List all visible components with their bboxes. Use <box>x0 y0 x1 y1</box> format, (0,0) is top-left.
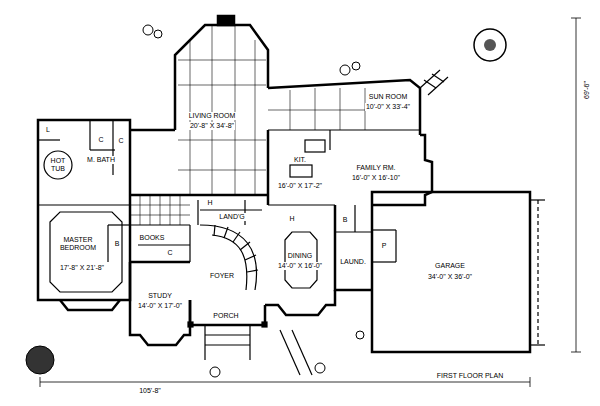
room-label: C <box>117 137 124 145</box>
room-label: GARAGE <box>434 262 466 270</box>
room-label: M. BATH <box>86 156 116 164</box>
dimension-label: 20'-8" X 34'-8" <box>189 122 235 130</box>
dimension-label: 17'-8" X 21'-8" <box>59 264 105 272</box>
room-label: HOT TUB <box>48 157 68 173</box>
room-label: FOYER <box>209 272 235 280</box>
dimension-label: 34'-0" X 36'-0" <box>427 273 473 281</box>
dimension-label: 14'-0" X 16'-0" <box>277 262 323 270</box>
dimension-label: 105'-8" <box>138 387 162 395</box>
room-label: STUDY <box>147 292 173 300</box>
room-label: C <box>97 136 104 144</box>
room-label: L <box>45 126 51 134</box>
dimension-lines <box>40 18 581 387</box>
room-label: PORCH <box>212 312 239 320</box>
dimension-label: 10'-0" X 33'-4" <box>365 103 411 111</box>
room-label: FIRST FLOOR PLAN <box>436 372 504 380</box>
dimension-label: 16'-0" X 17'-2" <box>277 182 323 190</box>
dimension-label: 16'-0" X 16'-10" <box>351 174 401 182</box>
room-label: H <box>288 215 295 223</box>
room-label: BOOKS <box>139 234 166 242</box>
room-label: H <box>206 199 213 207</box>
floor-grid <box>130 25 370 225</box>
dimension-label: 14'-0" X 17'-0" <box>137 302 183 310</box>
room-label: B <box>342 216 349 224</box>
room-label: DINING <box>287 252 314 260</box>
interior-walls <box>38 70 545 375</box>
walls <box>38 16 530 352</box>
room-label: FAMILY RM. <box>355 164 396 172</box>
room-label: MASTER BEDROOM <box>55 236 101 252</box>
room-label: B <box>114 240 121 248</box>
room-label: LIVING ROOM <box>188 112 237 120</box>
room-label: LAND'G <box>218 213 245 221</box>
landscape <box>26 25 506 377</box>
dimension-label: 69'-6" <box>583 80 591 100</box>
room-label: P <box>381 242 388 250</box>
room-label: SUN ROOM <box>368 93 409 101</box>
room-label: C <box>166 249 173 257</box>
room-label: LAUND. <box>339 258 367 266</box>
room-label: KIT. <box>293 156 307 164</box>
